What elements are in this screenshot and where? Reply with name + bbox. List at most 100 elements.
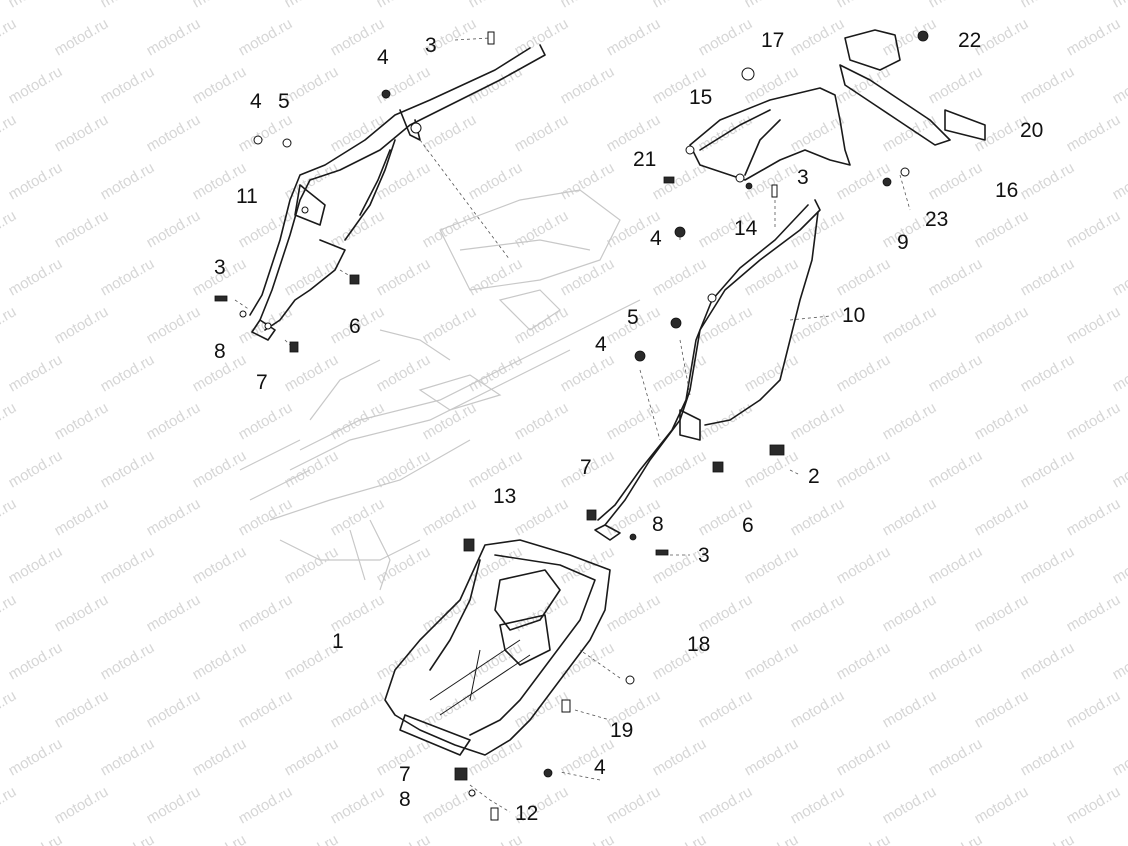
callout-8: 8 [214, 340, 226, 363]
watermark-text: motod.ru [144, 783, 204, 827]
watermark-text: motod.ru [0, 15, 19, 59]
watermark-text: motod.ru [834, 543, 894, 587]
watermark-text: motod.ru [282, 543, 342, 587]
watermark-text: motod.ru [236, 591, 296, 635]
watermark-text: motod.ru [926, 447, 986, 491]
watermark-text: motod.ru [742, 639, 802, 683]
part-20-plate-holder [839, 29, 986, 146]
watermark-text: motod.ru [972, 783, 1032, 827]
watermark-text: motod.ru [834, 639, 894, 683]
watermark-text: motod.ru [742, 255, 802, 299]
watermark-text: motod.ru [650, 255, 710, 299]
watermark-text: motod.ru [1064, 783, 1124, 827]
watermark-text: motod.ru [558, 351, 618, 395]
watermark-text: motod.ru [144, 303, 204, 347]
watermark-text: motod.ru [834, 735, 894, 779]
watermark-text: motod.ru [144, 687, 204, 731]
watermark-text: motod.ru [972, 303, 1032, 347]
leader-lines [234, 37, 911, 813]
callout-14: 14 [734, 217, 758, 240]
watermark-text: motod.ru [604, 591, 664, 635]
watermark-text: motod.ru [190, 831, 250, 846]
watermark-text: motod.ru [512, 111, 572, 155]
watermark-text: motod.ru [558, 735, 618, 779]
watermark-text: motod.ru [144, 111, 204, 155]
watermark-text: motod.ru [1018, 159, 1078, 203]
callout-6: 6 [742, 514, 754, 537]
watermark-text: motod.ru [650, 0, 710, 11]
watermark-text: motod.ru [558, 159, 618, 203]
watermark-text: motod.ru [512, 399, 572, 443]
watermark-text: motod.ru [466, 159, 526, 203]
watermark-text: motod.ru [52, 783, 112, 827]
watermark-text: motod.ru [834, 447, 894, 491]
watermark-text: motod.ru [6, 351, 66, 395]
watermark-text: motod.ru [604, 15, 664, 59]
watermark-text: motod.ru [558, 0, 618, 11]
watermark-text: motod.ru [374, 63, 434, 107]
watermark-text: motod.ru [6, 543, 66, 587]
watermark-text: motod.ru [144, 591, 204, 635]
callout-16: 16 [995, 179, 1018, 202]
watermark-text: motod.ru [696, 303, 756, 347]
motorcycle-frame-outline [239, 189, 641, 591]
callout-7: 7 [399, 763, 411, 786]
watermark-text: motod.ru [788, 399, 848, 443]
watermark-text: motod.ru [650, 735, 710, 779]
watermark-text: motod.ru [972, 495, 1032, 539]
watermark-text: motod.ru [328, 783, 388, 827]
watermark-text: motod.ru [834, 351, 894, 395]
watermark-text: motod.ru [98, 255, 158, 299]
callout-23: 23 [925, 208, 948, 231]
watermark-text: motod.ru [926, 735, 986, 779]
watermark-text: motod.ru [788, 591, 848, 635]
watermark-text: motod.ru [374, 255, 434, 299]
watermark-text: motod.ru [742, 543, 802, 587]
watermark-text: motod.ru [926, 639, 986, 683]
watermark-text: motod.ru [374, 639, 434, 683]
callout-6: 6 [349, 315, 361, 338]
watermark-text: motod.ru [1110, 255, 1128, 299]
watermark-text: motod.ru [6, 447, 66, 491]
callout-1: 1 [332, 630, 344, 653]
watermark-text: motod.ru [328, 495, 388, 539]
watermark-text: motod.ru [972, 207, 1032, 251]
callout-15: 15 [689, 86, 712, 109]
watermark-text: motod.ru [696, 783, 756, 827]
watermark-text: motod.ru [972, 687, 1032, 731]
watermark-text: motod.ru [98, 0, 158, 11]
watermark-text: motod.ru [788, 303, 848, 347]
watermark-text: motod.ru [742, 735, 802, 779]
watermark-text: motod.ru [420, 111, 480, 155]
watermark-text: motod.ru [512, 591, 572, 635]
watermark-text: motod.ru [1018, 63, 1078, 107]
watermark-text: motod.ru [788, 111, 848, 155]
watermark-text: motod.ru [1018, 351, 1078, 395]
watermark-text: motod.ru [880, 399, 940, 443]
watermark-text: motod.ru [190, 0, 250, 11]
watermark-text: motod.ru [1110, 735, 1128, 779]
watermark-text: motod.ru [1110, 159, 1128, 203]
watermark-text: motod.ru [1110, 0, 1128, 11]
watermark-text: motod.ru [52, 687, 112, 731]
watermark-text: motod.ru [236, 399, 296, 443]
watermark-text: motod.ru [6, 0, 66, 11]
watermark-text: motod.ru [52, 495, 112, 539]
callout-9: 9 [897, 231, 909, 254]
watermark-text: motod.ru [328, 591, 388, 635]
watermark-text: motod.ru [282, 831, 342, 846]
watermark-text: motod.ru [328, 111, 388, 155]
watermark-text: motod.ru [144, 399, 204, 443]
watermark-text: motod.ru [834, 255, 894, 299]
watermark-text: motod.ru [880, 591, 940, 635]
watermark-text: motod.ru [926, 0, 986, 11]
watermark-text: motod.ru [0, 495, 19, 539]
watermark-text: motod.ru [420, 783, 480, 827]
watermark-text: motod.ru [1018, 735, 1078, 779]
watermark-text: motod.ru [742, 0, 802, 11]
watermark-text: motod.ru [650, 447, 710, 491]
watermark-text: motod.ru [926, 255, 986, 299]
watermark-text: motod.ru [6, 735, 66, 779]
callout-19: 19 [610, 719, 633, 742]
